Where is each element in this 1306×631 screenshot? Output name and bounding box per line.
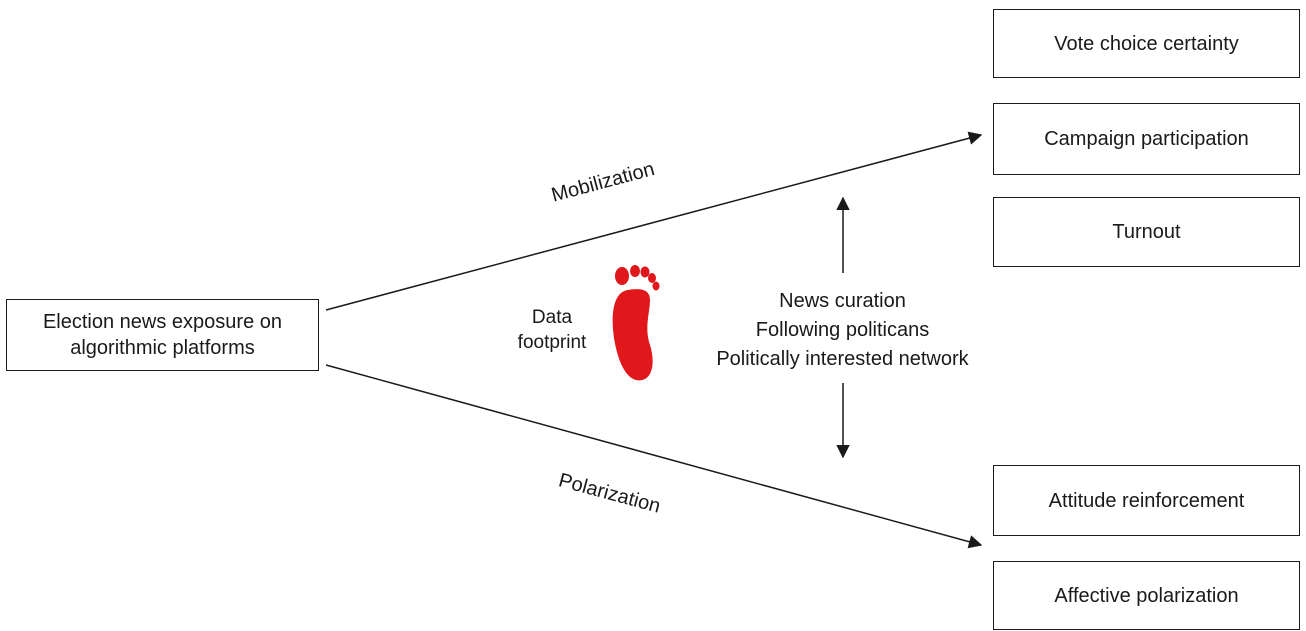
source-box-line1: Election news exposure on [42,311,283,333]
moderator-following-politicians: Following politicans [755,319,930,341]
outcome-vote-choice-certainty: Vote choice certainty [993,9,1300,78]
data-footprint-line1: Data [531,307,573,328]
footprint-icon [612,265,660,381]
moderators-list: News curation Following politicans Polit… [680,287,1005,374]
polarization-arrow [325,364,983,549]
moderator-politically-interested-network: Politically interested network [716,348,969,370]
data-footprint-line2: footprint [517,331,587,353]
outcome-turnout: Turnout [993,197,1300,267]
outcome-campaign-participation: Campaign participation [993,103,1300,175]
data-footprint-label: Data footprint [502,306,602,355]
moderator-news-curation: News curation [779,290,906,312]
outcome-affective-polarization: Affective polarization [993,561,1300,630]
mobilization-arrow [325,131,983,311]
outcome-attitude-reinforcement: Attitude reinforcement [993,465,1300,536]
source-box-line2: algorithmic platforms [70,337,255,359]
source-box: Election news exposure on algorithmic pl… [6,299,319,371]
